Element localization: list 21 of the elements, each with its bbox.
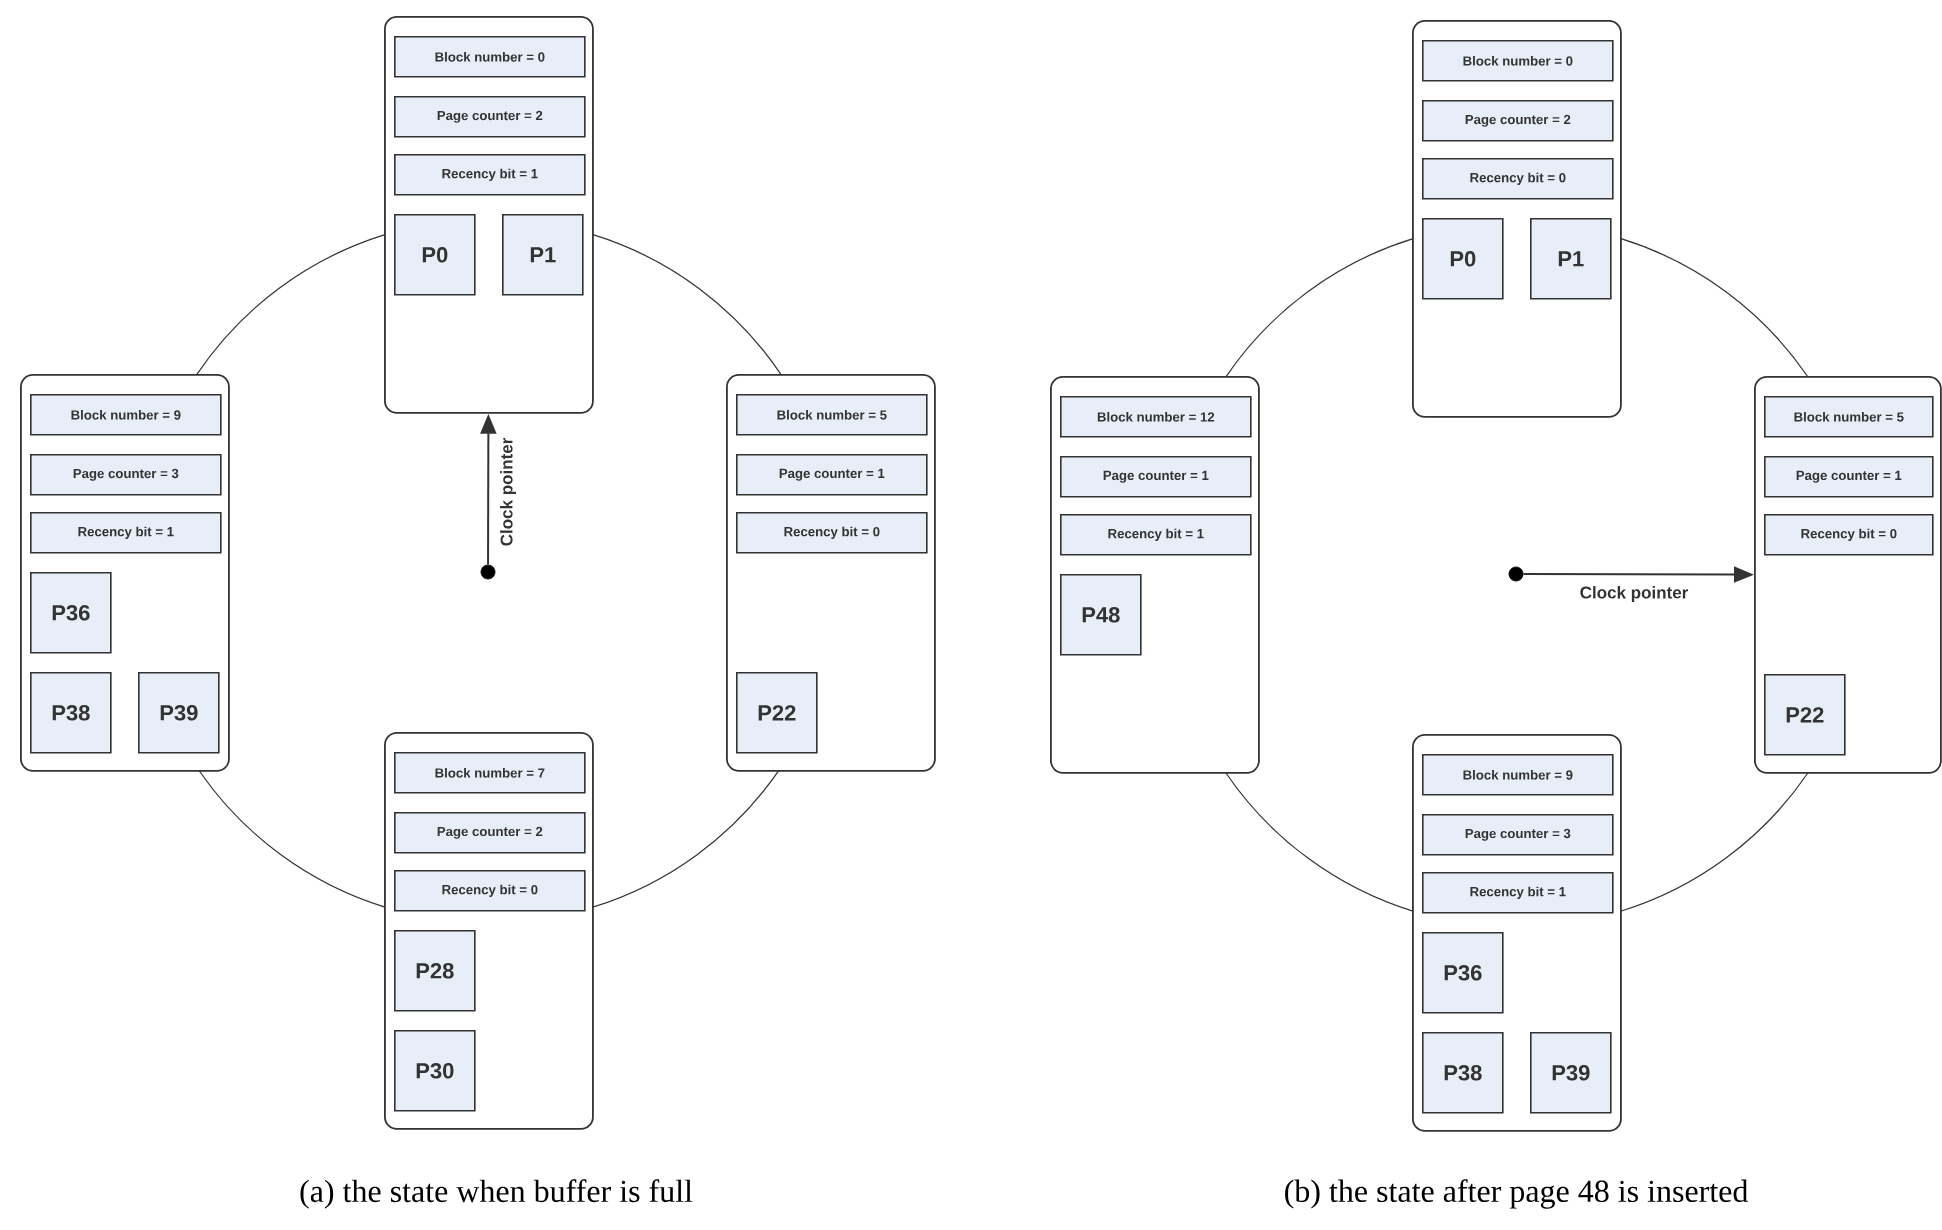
page-box: P28 [394, 930, 476, 1012]
page-box: P48 [1060, 574, 1142, 656]
pointer-dot [1508, 566, 1524, 582]
page-box: P38 [1422, 1032, 1504, 1114]
page-box: P39 [1530, 1032, 1612, 1114]
edge-label: Clock pointer [1577, 584, 1691, 604]
caption: (b) the state after page 48 is inserted [1285, 1179, 1749, 1209]
page-box: P39 [138, 672, 220, 754]
page-box: P22 [1764, 674, 1846, 756]
edge-label: Clock pointer [498, 435, 518, 549]
page-box: P22 [736, 672, 818, 754]
pointer-dot [480, 564, 496, 580]
page-box: P0 [394, 214, 476, 296]
page-box: P1 [1530, 218, 1612, 300]
caption: (a) the state when buffer is full [300, 1179, 693, 1209]
page-box: P36 [30, 572, 112, 654]
page-box: P0 [1422, 218, 1504, 300]
page-box: P30 [394, 1030, 476, 1112]
page-box: P36 [1422, 932, 1504, 1014]
page-box: P1 [502, 214, 584, 296]
page-box: P38 [30, 672, 112, 754]
